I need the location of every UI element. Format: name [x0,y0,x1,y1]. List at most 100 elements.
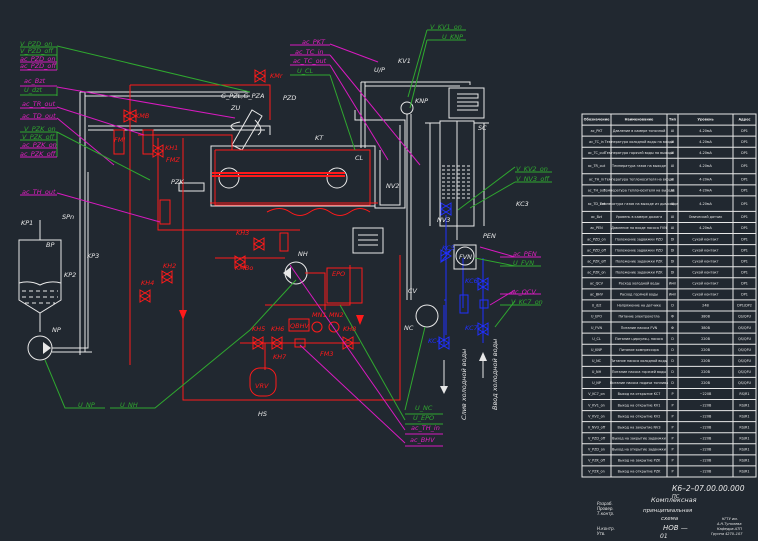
table-cell: Сухой контакт [692,259,718,263]
table-cell: AI [671,215,674,219]
label-spn: SPn [62,213,74,221]
table-cell: ac_TH_in [589,177,604,181]
table-cell: Ф [671,315,674,319]
label-fmi: FMI [114,136,125,144]
label-mn2: MN2 [329,311,344,319]
table-cell: Температура теплоносителя на входе [604,177,674,181]
stamp-org-3: Кафедра АТП [717,527,742,531]
table-cell: DP1 [741,270,748,274]
signal-U_NC: U_NC [415,404,433,412]
table-cell: RS/R1 [739,459,749,463]
table-cell: QS/QFU [738,337,752,341]
table-cell: 4-20мА [699,151,712,155]
label-kh4: KH4 [141,279,154,287]
table-cell: DP1 [741,129,748,133]
label-kp3: KP3 [87,252,99,260]
table-cell: ac_TC_out [588,151,606,155]
table-cell: Сухой контакт [692,237,718,241]
table-cell: Выход на закрытие NV3 [618,425,661,429]
label-kc7: KC7 [465,324,479,332]
table-cell: U_NH [592,370,602,374]
label-sc: SC [478,124,487,132]
table-cell: Питание компрессора [619,348,659,352]
label-fmz: FMZ [166,156,180,164]
table-cell: Уровень в камере дожига [616,215,662,219]
table-cell: Расход горячей воды [620,293,658,297]
stamp-approved: Утв. [597,531,605,536]
table-cell: U_EPO [591,315,602,319]
table-cell: ~220В [700,403,712,407]
signal-lines [44,29,516,444]
table-cell: D [671,359,674,363]
white-piping [18,81,489,394]
table-cell: 220В [701,337,710,341]
label-kh5: KH5 [252,325,265,333]
signal-ac_PEN: ac_PEN [513,250,537,258]
label-bp: BP [46,241,54,249]
table-cell: DI [671,237,675,241]
table-cell: Уровень [697,118,713,122]
table-cell: DI [671,259,675,263]
table-cell: 4-20мА [699,202,712,206]
signal-ac_TR_out: ac_TR_out [22,100,56,108]
stamp-ncontrol: Н.контр. [597,526,615,531]
label-pzd: PZD [283,94,296,102]
table-cell: QS/QFU [738,348,752,352]
table-cell: RS/R1 [739,448,749,452]
table-cell: ac_PEN [590,226,603,230]
table-cell: DP1 [741,248,748,252]
table-cell: ac_TD_out [588,202,606,206]
table-cell: ~220В [700,425,712,429]
table-cell: U_CL [592,337,601,341]
table-cell: Имп [669,293,676,297]
signal-V_KV1_on: V_KV1_on [430,23,462,31]
table-cell: AI [671,164,674,168]
label-hs: HS [258,410,267,418]
signal-labels-top: ac_PKT ac_TC_in ac_TC_out U_CL V_KV1_on … [290,23,466,76]
label-fm3: FM3 [320,350,333,358]
table-cell: DP1 [741,226,748,230]
table-cell: U_dzt [592,304,602,308]
signal-ac_Bzt: ac_Bzt [24,77,46,85]
table-cell: QS/QFU [738,315,752,319]
signal-V_PZD_on: V_PZD_on [20,40,52,48]
table-cell: 4-20мА [699,129,712,133]
signal-U_dzt: U_dzt [24,86,43,94]
table-cell: Питание насоса холодной воды [611,359,668,363]
table-cell: Выход на открытие KC7 [618,392,661,396]
stamp-title-1: Комплексная [651,496,697,504]
table-cell: Питание электрокотла [618,315,659,319]
stamp-tcontrol: Т.контр. [597,511,614,516]
table-cell: RS/R1 [739,414,749,418]
table-cell: Питание насоса горячей воды [612,370,666,374]
table-cell: D [671,348,674,352]
table-cell: AI [671,177,674,181]
table-cell: AI [671,202,674,206]
table-cell: Выход на открытие KV2 [618,414,661,418]
signal-labels-left: V_PZD_on V_PZD_off ac_PZD_on ac_PZD_off … [20,40,57,196]
signal-U_KNP: U_KNP [442,33,463,41]
stamp-checker: Провер. [597,506,614,511]
label-vrv: VRV [255,382,269,390]
table-cell: Ф [671,326,674,330]
signal-ac_TH_out: ac_TH_out [22,188,56,196]
table-cell: V_PZD_on [588,448,605,452]
stamp-doc-code: К6–2–07.00.00.000 [672,484,745,493]
table-cell: Температура горячей воды на выходе [604,151,674,155]
table-cell: QS/QFU [738,326,752,330]
table-cell: DP1 [741,140,748,144]
